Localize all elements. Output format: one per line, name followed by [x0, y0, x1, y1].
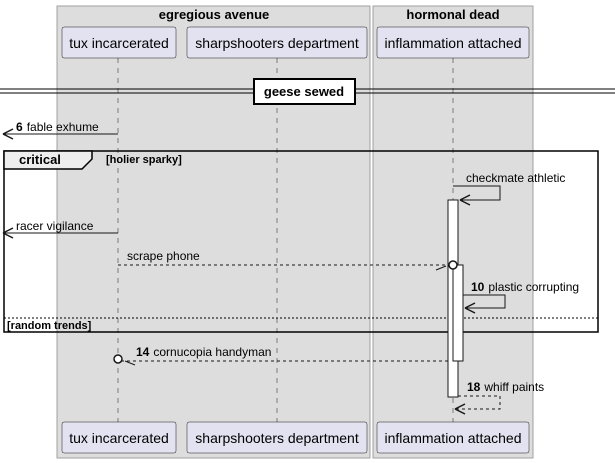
- activation-bar-2: [452, 264, 464, 362]
- participant-tux-incarcerated-bottom: tux incarcerated: [61, 421, 177, 454]
- fragment-guard-1: [holier sparky]: [106, 154, 182, 166]
- fragment-guard-2: [random trends]: [7, 320, 92, 332]
- box-title-hormonal-dead: hormonal dead: [406, 7, 499, 22]
- participant-inflammation-attached-top: inflammation attached: [376, 26, 530, 59]
- box-egregious-avenue: egregious avenue: [56, 5, 371, 459]
- message-label: racer vigilance: [16, 219, 94, 233]
- message-checkmate-athletic: checkmate athletic: [453, 171, 565, 206]
- box-title-egregious-avenue: egregious avenue: [159, 7, 270, 22]
- message-scrape-phone: scrape phone: [118, 249, 458, 271]
- participant-label: inflammation attached: [385, 35, 522, 51]
- message-label: checkmate athletic: [466, 171, 565, 185]
- participant-sharpshooters-department-bottom: sharpshooters department: [186, 421, 368, 454]
- participant-inflammation-attached-bottom: inflammation attached: [376, 421, 530, 454]
- participant-tux-incarcerated-top: tux incarcerated: [61, 26, 177, 59]
- fragment-critical: critical [holier sparky] [random trends]: [3, 150, 599, 333]
- participant-label: inflammation attached: [385, 430, 522, 446]
- divider-label: geese sewed: [264, 84, 344, 99]
- fragment-keyword: critical: [19, 152, 61, 167]
- participant-sharpshooters-department-top: sharpshooters department: [186, 26, 368, 59]
- participant-label: tux incarcerated: [69, 430, 169, 446]
- message-label: scrape phone: [127, 249, 200, 263]
- participant-label: tux incarcerated: [69, 35, 169, 51]
- participant-label: sharpshooters department: [195, 430, 359, 446]
- message-racer-vigilance: racer vigilance: [2, 219, 118, 239]
- divider-geese-sewed: geese sewed: [0, 78, 615, 105]
- participant-label: sharpshooters department: [195, 35, 359, 51]
